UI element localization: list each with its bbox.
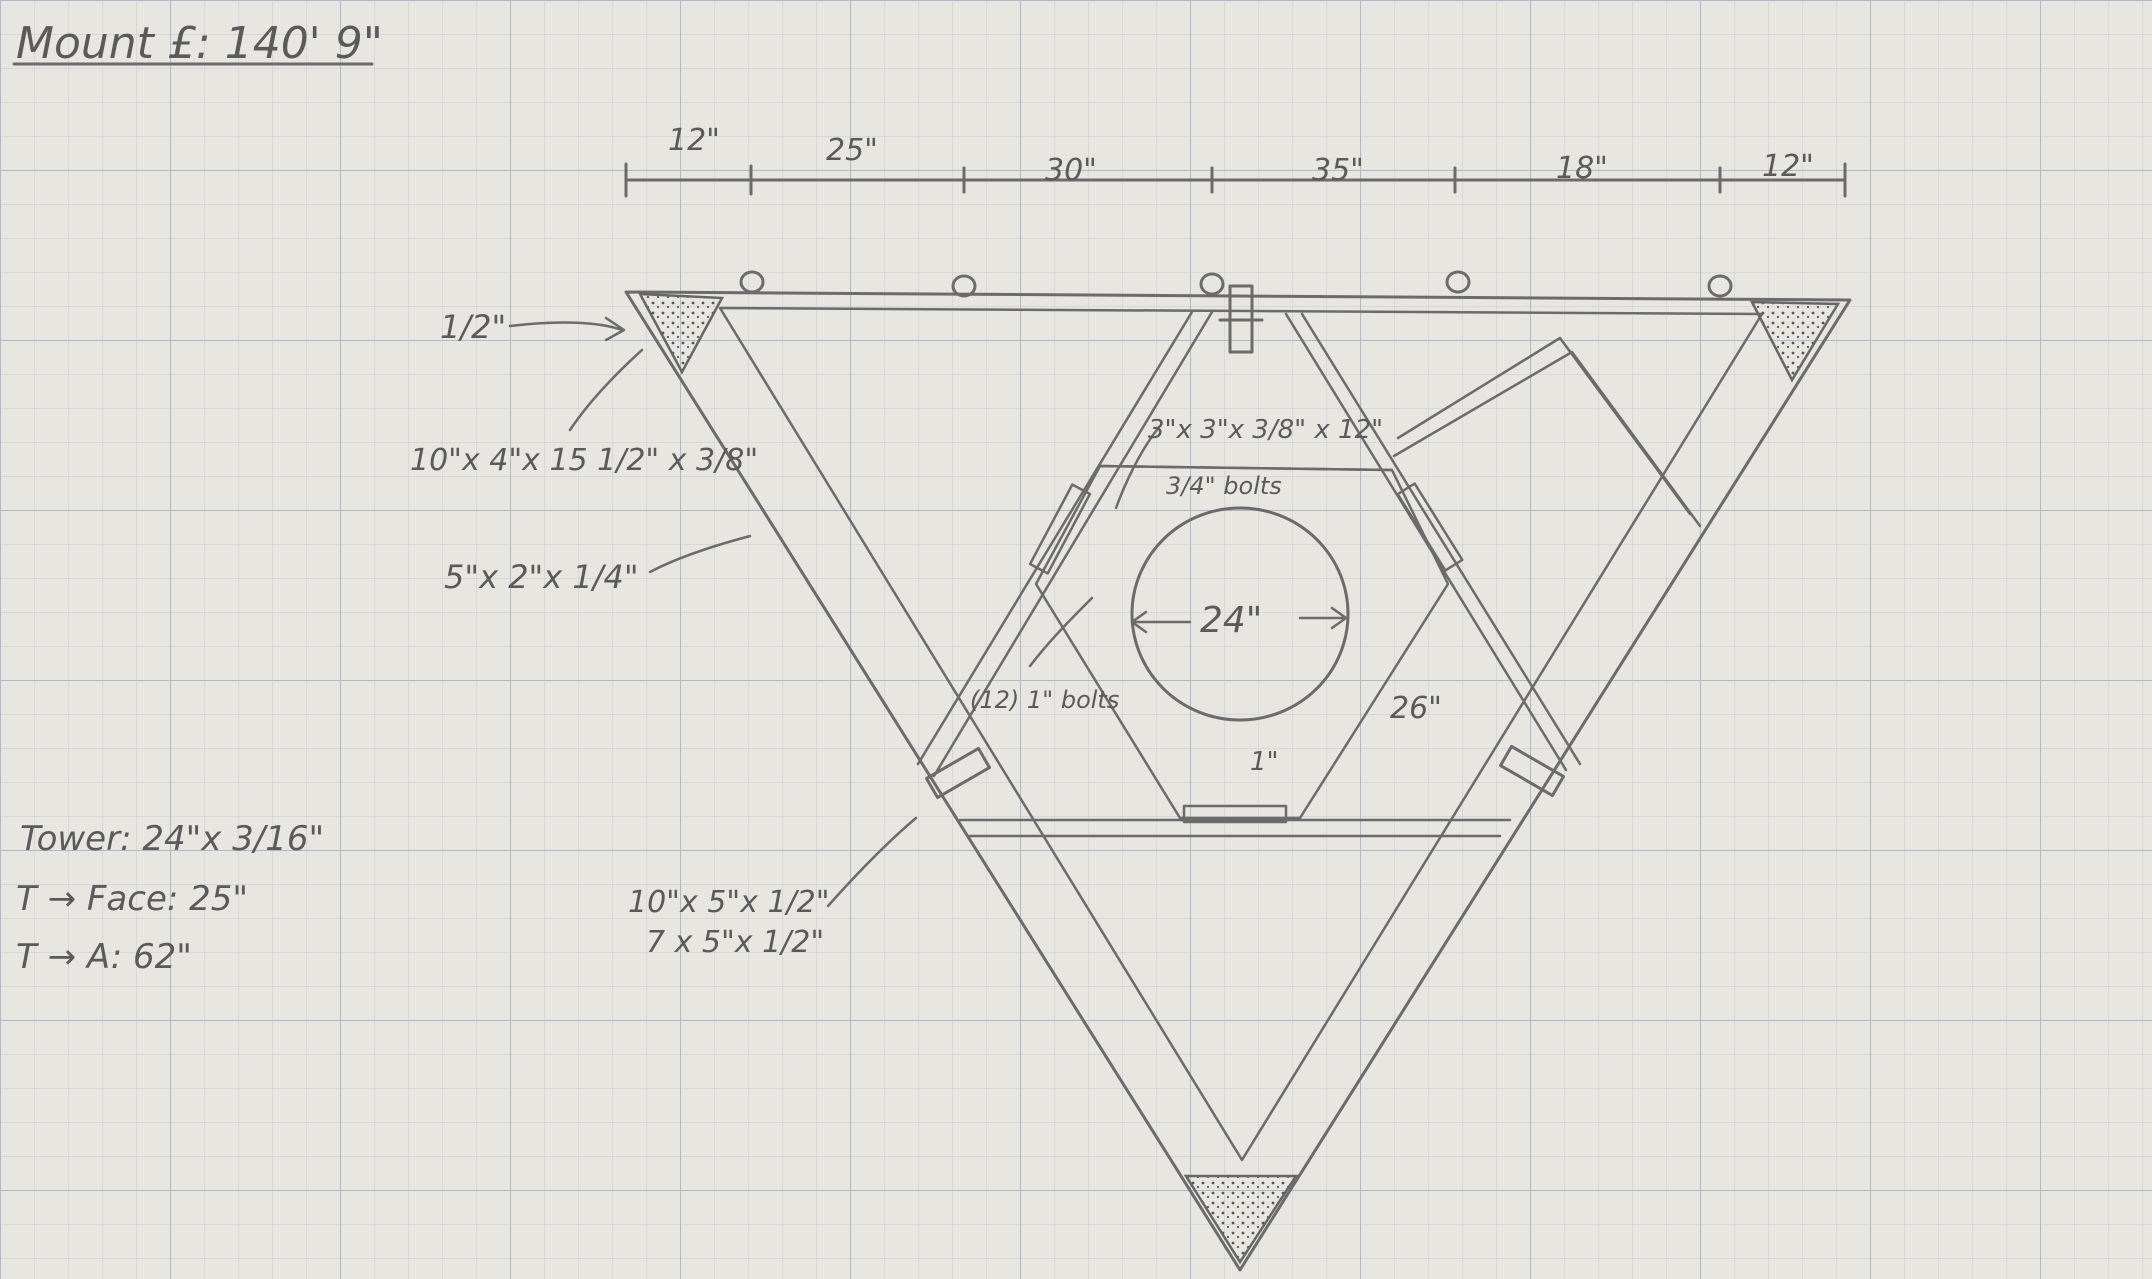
note-line: Tower: 24"x 3/16" <box>20 819 324 859</box>
page-title: Mount £: 140' 9" <box>16 18 383 69</box>
clamp-plate-label: 7 x 5"x 1/2" <box>646 925 824 960</box>
note-line: T → A: 62" <box>16 937 192 977</box>
leader-arrow <box>826 816 918 908</box>
corner-gusset <box>637 292 725 375</box>
support-strut <box>1300 312 1582 766</box>
pipe-circle <box>1445 270 1471 294</box>
spacing-label: 12" <box>668 123 720 158</box>
center-angle-label: 3"x 3"x 3/8" x 12" <box>1148 415 1383 445</box>
callout-labels: 1/2" 10"x 4"x 15 1/2" x 3/8" 5"x 2"x 1/4… <box>410 308 1442 960</box>
clearance-label: 1" <box>1250 747 1279 777</box>
corner-gap-label: 1/2" <box>440 308 506 346</box>
tower-hexagon <box>1034 464 1450 820</box>
side-clamp <box>925 746 991 800</box>
bolt-bracket <box>1028 483 1092 575</box>
clamp-plate-label: 10"x 5"x 1/2" <box>628 885 830 920</box>
frame-inner-edge <box>718 306 1764 1162</box>
title-block: Mount £: 140' 9" <box>12 18 383 69</box>
support-strut <box>932 310 1214 778</box>
mount-pipes <box>739 270 1733 298</box>
side-length-label: 26" <box>1390 691 1442 726</box>
tower-bolts-label: (12) 1" bolts <box>970 686 1119 714</box>
arrow-head <box>604 316 626 342</box>
tower-notes: Tower: 24"x 3/16" T → Face: 25" T → A: 6… <box>16 819 324 977</box>
corner-gusset <box>1183 1174 1299 1265</box>
tower-circle <box>1130 506 1350 722</box>
spacing-dimension: 12" 25" 30" 35" 18" 12" <box>624 123 1847 198</box>
corner-gusset <box>1749 300 1841 383</box>
pipe-circle <box>1199 272 1225 296</box>
spacing-label: 12" <box>1762 149 1814 184</box>
tower-dimension-arrow <box>1298 606 1348 630</box>
inner-support-frame <box>916 284 1702 838</box>
leader-arrow <box>1114 424 1162 510</box>
frame-outer-edge <box>624 290 1852 1272</box>
leader-arrow <box>1028 596 1094 668</box>
spacing-label: 18" <box>1556 151 1608 186</box>
pipe-circle <box>1707 274 1733 298</box>
note-line: T → Face: 25" <box>16 879 248 919</box>
tower-dimension-arrow <box>1130 610 1192 634</box>
pipe-circle <box>951 274 977 298</box>
outer-triangle-frame <box>624 290 1852 1272</box>
gusset-plate-label: 10"x 4"x 15 1/2" x 3/8" <box>410 443 758 478</box>
leader-arrow <box>508 321 624 332</box>
callout-leaders <box>508 316 1348 908</box>
bolt-bracket <box>1396 482 1464 572</box>
side-arm-mount <box>1392 350 1702 528</box>
tower-diameter-label: 24" <box>1200 600 1262 641</box>
center-bolts-label: 3/4" bolts <box>1166 472 1282 500</box>
spacing-label: 35" <box>1312 153 1364 188</box>
leader-arrow <box>648 534 752 574</box>
spacing-label: 30" <box>1045 153 1097 188</box>
leader-arrow <box>568 348 644 432</box>
side-clamp <box>1499 744 1565 798</box>
bottom-bolt-plate <box>1182 804 1288 824</box>
support-strut <box>916 310 1194 766</box>
spacing-label: 25" <box>826 133 878 168</box>
face-member-label: 5"x 2"x 1/4" <box>444 558 639 596</box>
